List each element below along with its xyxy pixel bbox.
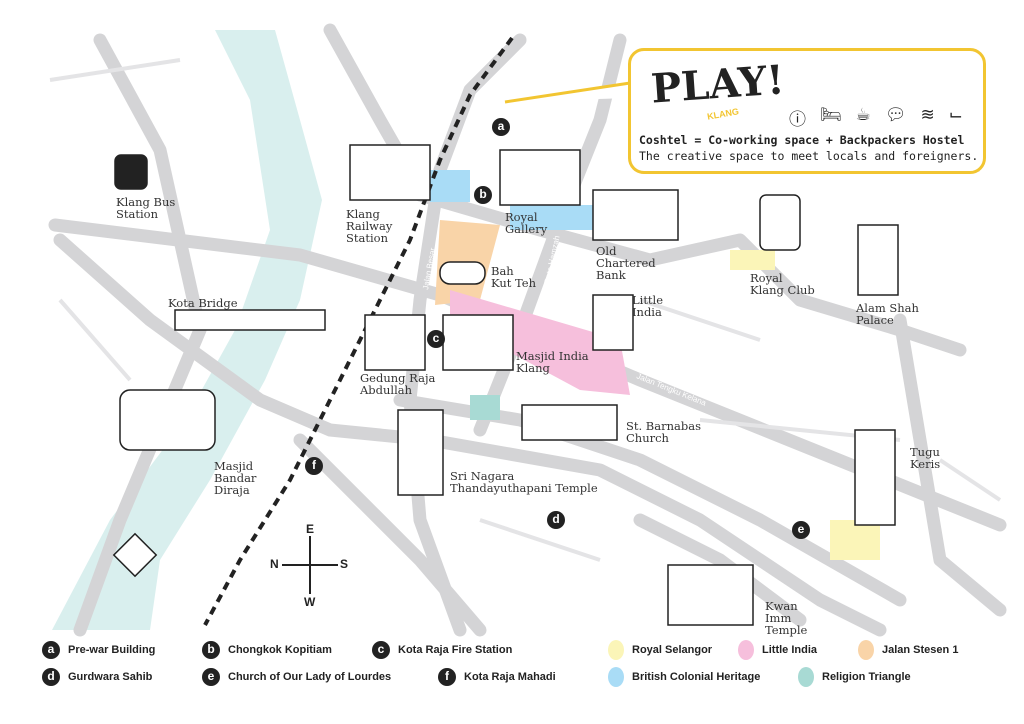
legend-label: Little India: [762, 644, 817, 656]
compass-e: E: [306, 522, 315, 536]
legend-label: Kota Raja Mahadi: [464, 671, 556, 683]
coshtel-definition: Coshtel = Co-working space + Backpackers…: [639, 133, 965, 147]
legend-label: Church of Our Lady of Lourdes: [228, 671, 392, 683]
label-tugu-keris: Tugu Keris: [910, 445, 941, 471]
legend-marker-icon: f: [438, 668, 456, 686]
legend-marker-icon: a: [42, 641, 60, 659]
marker-e[interactable]: e: [792, 521, 810, 539]
zone-religion-triangle: [470, 395, 500, 420]
chat-icon: 💬︎: [884, 105, 907, 125]
compass: E N S W: [270, 522, 350, 610]
callout-pointer: [504, 81, 632, 104]
legend-marker-icon: c: [372, 641, 390, 659]
zone-british-colonial: [430, 170, 470, 202]
label-bus-station: Klang Bus Station: [116, 195, 176, 221]
label-masjid-bandar: Masjid Bandar Diraja: [214, 459, 257, 497]
swatch-little-india: [738, 640, 754, 660]
marker-b[interactable]: b: [474, 186, 492, 204]
compass-w: W: [304, 595, 316, 609]
label-st-barnabas: St. Barnabas Church: [626, 419, 701, 445]
railway-line: [203, 36, 514, 626]
swatch-religion-triangle: [798, 667, 814, 687]
legend-label: Kota Raja Fire Station: [398, 644, 513, 656]
marker-a[interactable]: a: [492, 118, 510, 136]
legend-marker-icon: e: [202, 668, 220, 686]
marker-f[interactable]: f: [305, 457, 323, 475]
label-alam-shah: Alam Shah Palace: [856, 301, 919, 327]
swatch-jalan-stesen: [858, 640, 874, 660]
bed-icon: 🛏︎: [820, 105, 842, 125]
legend-label: Pre-war Building: [68, 644, 156, 656]
cup-icon: ☕︎: [855, 105, 871, 125]
label-kota-bridge: Kota Bridge: [168, 296, 238, 310]
street-label: Jalan Tengku Kelana: [635, 372, 708, 408]
label-bah-kut-teh: Bah Kut Teh: [491, 264, 537, 290]
legend-label: Royal Selangor: [632, 644, 713, 656]
zone-british-colonial: [510, 205, 600, 230]
label-royal-gallery: Royal Gallery: [505, 210, 548, 236]
zone-royal-selangor: [830, 520, 880, 560]
coshtel-callout: PLAY! KLANG ⓘ 🛏︎ ☕︎ 💬︎ ≋ ⌙ Coshtel = Co-…: [628, 48, 986, 174]
marker-d[interactable]: d: [547, 511, 565, 529]
klang-logo-sub: KLANG: [706, 106, 740, 122]
legend-marker-icon: d: [42, 668, 60, 686]
label-little-india: Little India: [632, 293, 664, 319]
legend-label: Jalan Stesen 1: [882, 644, 959, 656]
lounge-chair-icon: ⌙: [948, 105, 963, 125]
wifi-icon: ≋: [920, 105, 935, 125]
swatch-royal-selangor: [608, 640, 624, 660]
label-royal-klang-club: Royal Klang Club: [750, 271, 815, 297]
legend-marker-icon: b: [202, 641, 220, 659]
label-sri-nagara: Sri Nagara Thandayuthapani Temple: [450, 469, 598, 495]
legend-label: Religion Triangle: [822, 671, 911, 683]
swatch-british-colonial: [608, 667, 624, 687]
coshtel-tagline: The creative space to meet locals and fo…: [639, 149, 979, 163]
landmark-illustrations: [112, 144, 899, 626]
zone-royal-selangor: [730, 250, 775, 270]
legend-label: Gurdwara Sahib: [68, 671, 153, 683]
crow-icon: [112, 532, 158, 578]
bus-icon: [114, 154, 148, 190]
compass-n: N: [270, 557, 279, 571]
label-kwan-imm: Kwan Imm Temple: [765, 599, 808, 637]
legend-label: Chongkok Kopitiam: [228, 644, 332, 656]
marker-c[interactable]: c: [427, 330, 445, 348]
label-gedung-raja: Gedung Raja Abdullah: [360, 371, 436, 397]
label-masjid-india: Masjid India Klang: [516, 349, 589, 375]
label-railway: Klang Railway Station: [346, 207, 393, 245]
legend-label: British Colonial Heritage: [632, 671, 761, 683]
play-logo: PLAY!: [649, 56, 786, 113]
label-old-chartered-bank: Old Chartered Bank: [596, 244, 656, 282]
info-icon: ⓘ: [789, 110, 806, 130]
compass-s: S: [340, 557, 349, 571]
